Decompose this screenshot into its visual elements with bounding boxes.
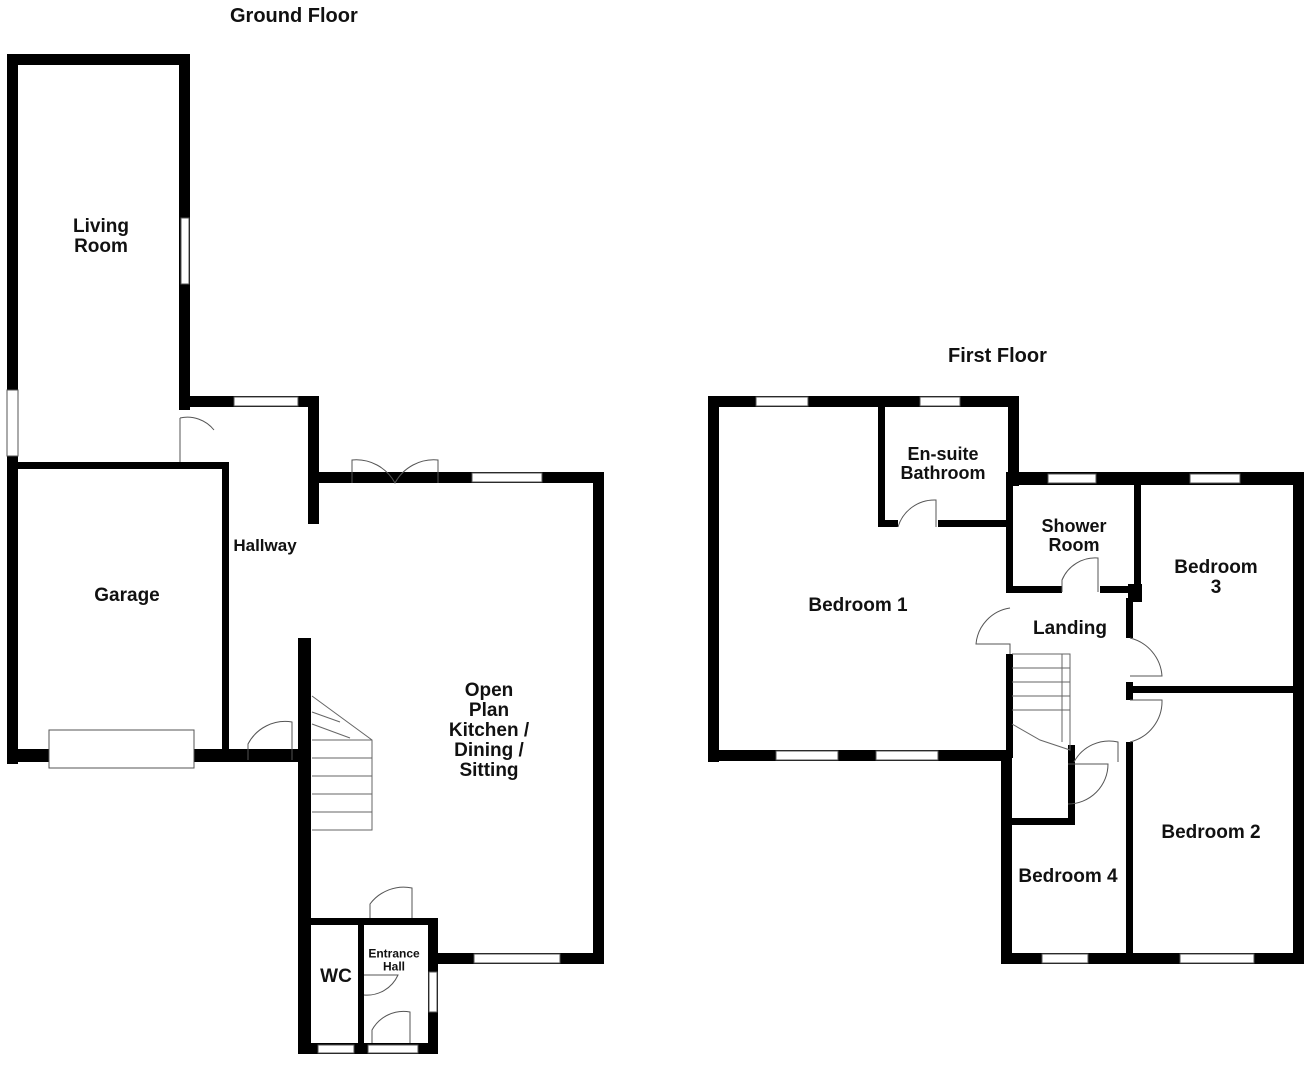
wall: [708, 396, 719, 762]
wall: [1006, 472, 1013, 592]
wall: [938, 520, 1012, 527]
stair-tread: [311, 723, 351, 739]
window: [317, 1044, 355, 1054]
window: [919, 396, 961, 407]
window: [48, 729, 195, 769]
first-floor-stairs: [1011, 653, 1071, 751]
wall: [878, 520, 898, 527]
wall: [1006, 654, 1013, 758]
window: [180, 217, 190, 285]
wall: [308, 396, 319, 524]
wall: [7, 54, 190, 65]
window: [1179, 953, 1255, 964]
window: [755, 396, 809, 407]
wall: [1006, 586, 1062, 593]
stair-outline: [1011, 653, 1071, 751]
door-swing: [1061, 557, 1099, 592]
window: [473, 953, 561, 964]
first-floor-doors: [897, 499, 1163, 805]
stair-tread: [311, 711, 341, 723]
wall: [878, 396, 885, 526]
ground-floor-windows: [6, 217, 561, 1054]
window: [367, 1044, 419, 1054]
room-label-bedroom-3: Bedroom 3: [1174, 557, 1258, 598]
window: [875, 750, 939, 761]
room-label-bedroom-1: Bedroom 1: [808, 595, 908, 617]
wall: [708, 750, 1011, 761]
wall: [1068, 745, 1075, 825]
room-label-hallway: Hallway: [233, 536, 297, 556]
door-swing: [975, 607, 1011, 654]
door-swing: [371, 1010, 411, 1043]
room-label-bedroom-2: Bedroom 2: [1161, 822, 1261, 844]
wall: [1008, 396, 1019, 486]
wall: [708, 396, 1019, 407]
wall: [222, 462, 229, 762]
first-floor-title: First Floor: [948, 345, 1047, 367]
stair-outline: [311, 695, 373, 831]
door-swing: [363, 974, 399, 996]
door-swing: [1067, 763, 1109, 805]
ground-floor-walls: [7, 54, 604, 1054]
first-floor-windows: [755, 396, 1255, 964]
room-label-wc: WC: [320, 966, 352, 988]
door-swing: [1129, 699, 1163, 743]
door-swing: [351, 459, 439, 485]
window: [1047, 473, 1097, 484]
room-label-garage: Garage: [94, 585, 160, 607]
window: [428, 971, 438, 1013]
window: [1189, 473, 1241, 484]
wall: [1128, 584, 1142, 602]
wall: [1001, 953, 1304, 964]
ground-floor-doors: [179, 416, 439, 1043]
wall: [1006, 818, 1074, 825]
ground-floor-stairs: [311, 695, 373, 831]
wall: [358, 918, 364, 1054]
wall: [298, 918, 438, 925]
wall: [1126, 742, 1133, 964]
window: [471, 472, 543, 483]
door-swing: [1073, 740, 1119, 763]
wall: [1293, 472, 1304, 964]
wall: [593, 472, 604, 964]
door-swing: [1129, 637, 1163, 677]
room-label-bedroom-4: Bedroom 4: [1018, 866, 1118, 888]
door-swing: [179, 416, 215, 462]
door-swing: [369, 886, 413, 918]
wall: [298, 638, 311, 1054]
wall: [1134, 472, 1141, 602]
window: [233, 396, 299, 407]
wall: [1001, 750, 1012, 964]
window: [6, 389, 19, 457]
door-swing: [247, 720, 293, 760]
room-label-landing: Landing: [1033, 618, 1107, 640]
window: [775, 750, 839, 761]
ground-floor-title: Ground Floor: [230, 5, 358, 27]
wall: [1126, 686, 1304, 693]
window: [1041, 953, 1089, 964]
wall: [1100, 586, 1136, 593]
door-swing: [897, 499, 937, 528]
wall: [308, 472, 604, 483]
wall: [1126, 598, 1133, 638]
wall: [7, 462, 227, 469]
